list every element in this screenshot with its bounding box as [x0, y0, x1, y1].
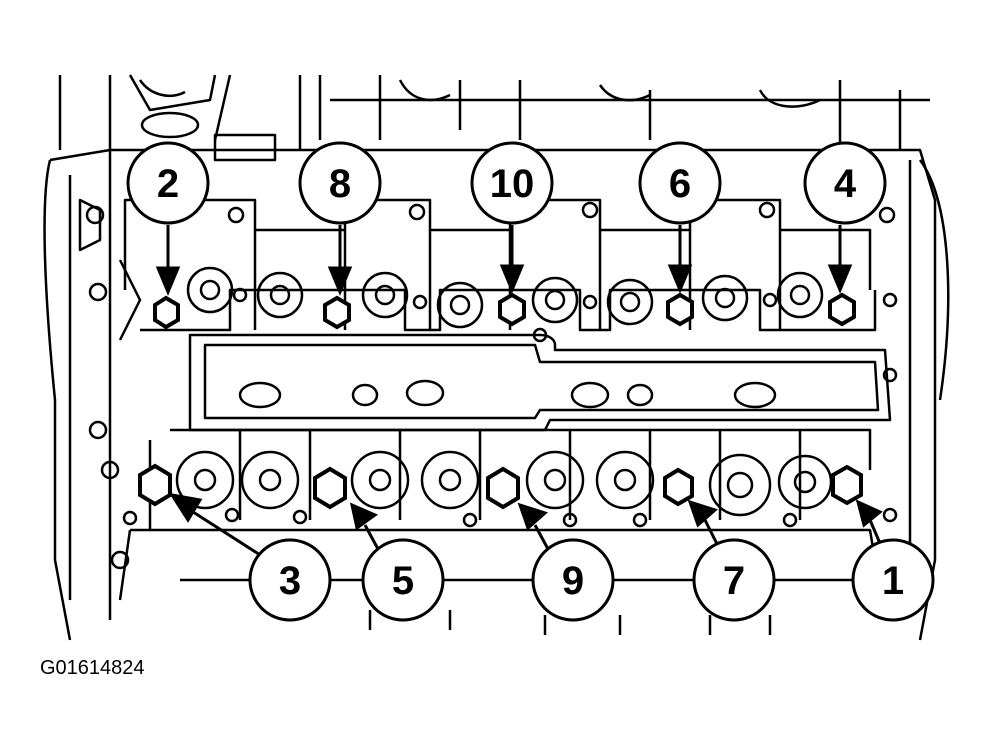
callout-circle-4 [803, 141, 887, 225]
engine-outline [43, 74, 950, 641]
callout-label-top-4: 6 [669, 162, 691, 206]
callout-circle-9 [531, 538, 615, 622]
callout-label-bottom-3: 9 [562, 559, 584, 603]
callout-label-bottom-5: 1 [882, 559, 904, 603]
bolt-2 [153, 295, 180, 330]
callout-circle-8 [298, 141, 382, 225]
callout-circle-10 [470, 141, 554, 225]
callout-label-top-1: 2 [157, 162, 179, 206]
bolt-7 [663, 467, 694, 507]
bolt-1 [831, 464, 863, 506]
callout-circles-bottom [248, 538, 935, 622]
callout-label-top-3: 10 [490, 162, 535, 206]
bolt-5 [313, 466, 347, 510]
callout-label-top-2: 8 [329, 162, 351, 206]
upper-journal-caps [186, 266, 824, 329]
highlighted-bolts [138, 292, 863, 510]
bolt-10 [498, 292, 526, 327]
callout-label-bottom-4: 7 [723, 559, 745, 603]
bolt-4 [828, 292, 856, 327]
callout-circle-6 [638, 141, 722, 225]
figure-code: G01614824 [40, 657, 145, 679]
callout-labels-top: 2 8 10 6 4 [157, 162, 857, 206]
lower-journal-caps [175, 450, 833, 517]
callout-circles-top [126, 141, 887, 225]
callout-label-bottom-2: 5 [392, 559, 414, 603]
callout-circle-2 [126, 141, 210, 225]
callout-circle-7 [692, 538, 776, 622]
callout-label-bottom-1: 3 [279, 559, 301, 603]
callout-label-top-5: 4 [834, 162, 857, 206]
callout-circle-3 [248, 538, 332, 622]
bolt-8 [323, 295, 351, 330]
callout-labels-bottom: 3 5 9 7 1 [279, 559, 904, 603]
bolt-9 [486, 466, 520, 510]
bolt-3 [138, 463, 172, 507]
bolt-6 [666, 292, 694, 327]
callout-circle-5 [361, 538, 445, 622]
callout-circle-1 [851, 538, 935, 622]
